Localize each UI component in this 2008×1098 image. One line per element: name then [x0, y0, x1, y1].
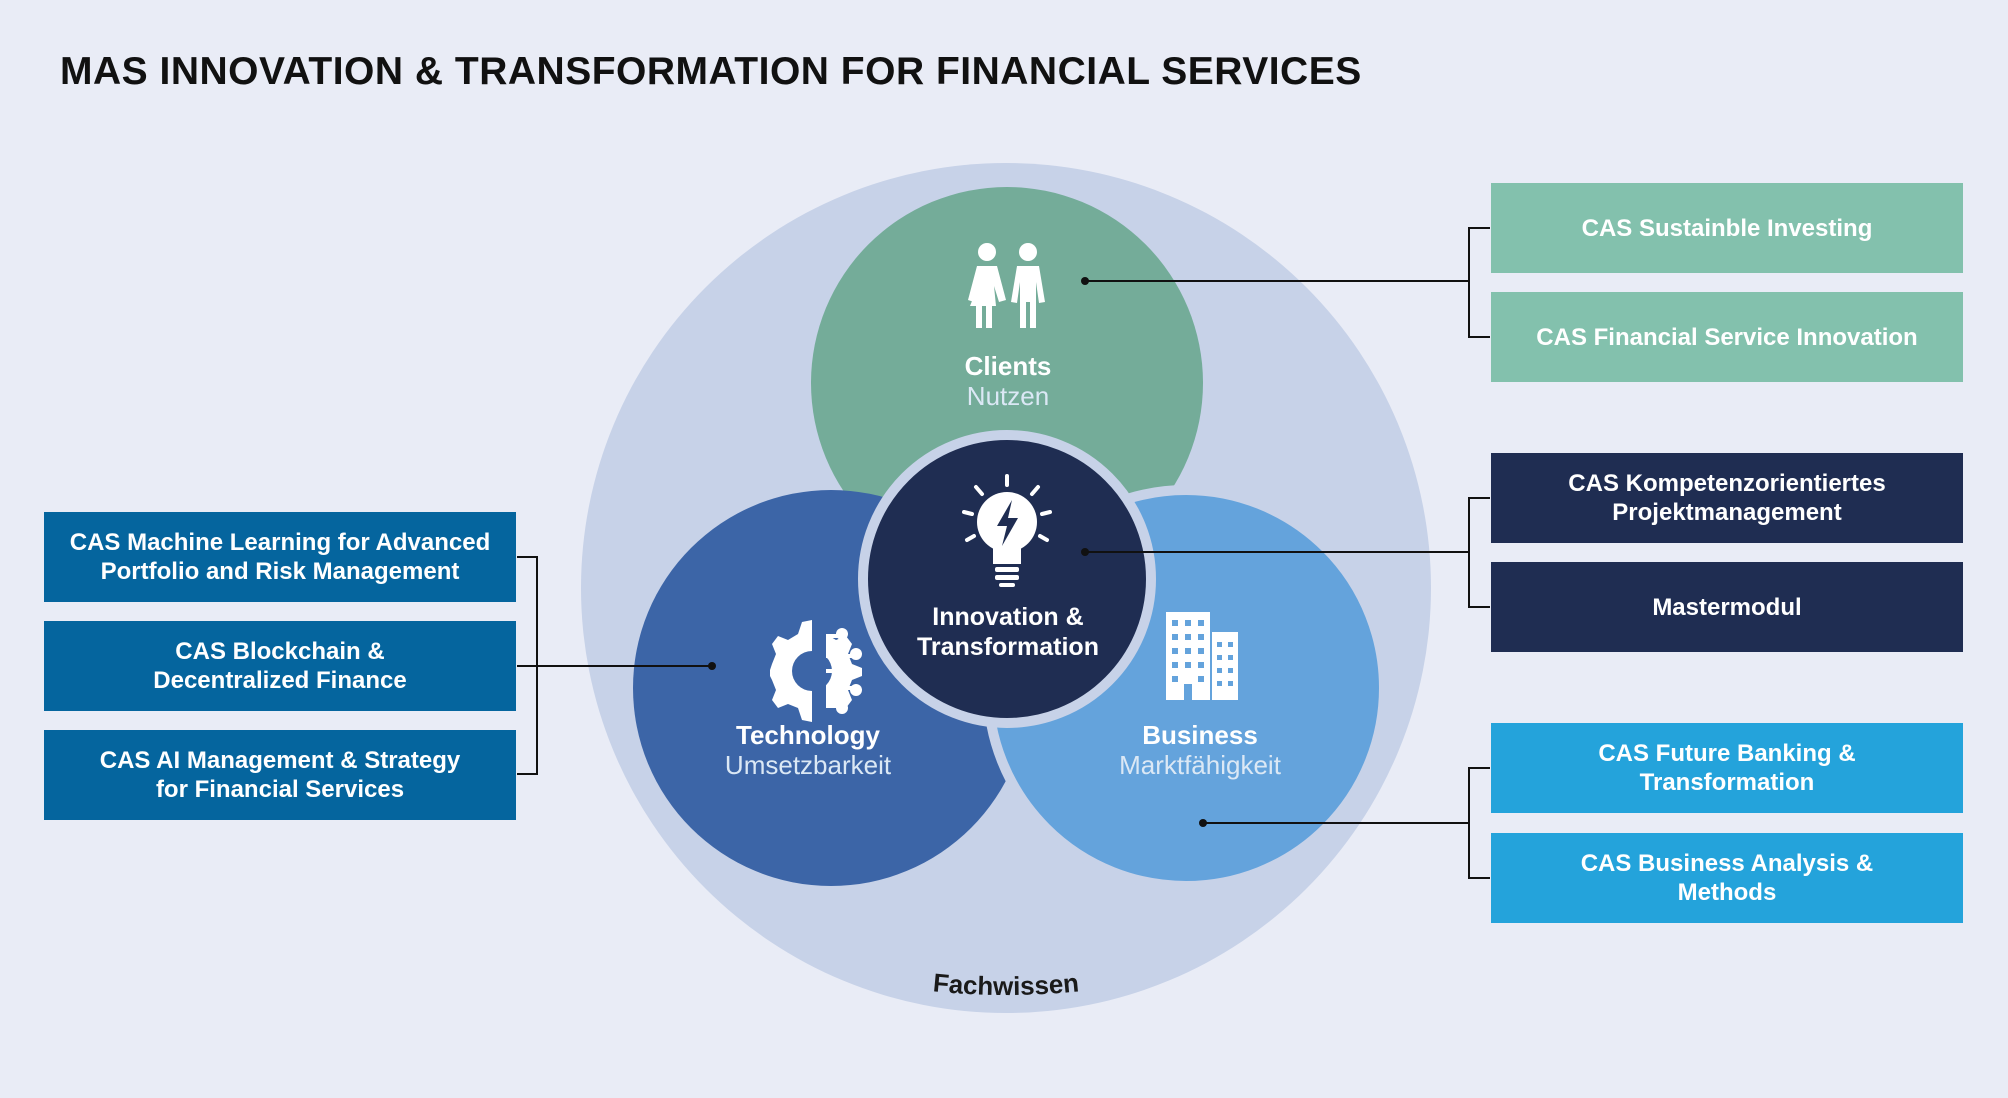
building-icon	[1166, 612, 1238, 700]
box-label-line1: CAS Kompetenzorientiertes	[1568, 470, 1886, 497]
box-mastermodul[interactable]: Mastermodul	[1491, 562, 1963, 652]
box-label-line1: CAS Blockchain &	[175, 638, 385, 665]
box-label-line1: CAS Business Analysis &	[1580, 850, 1874, 877]
box-ai-management[interactable]: CAS AI Management & Strategy for Financi…	[44, 730, 516, 820]
box-label-line1: CAS Future Banking &	[1598, 740, 1856, 767]
technology-title: Technology	[736, 720, 880, 750]
box-label: CAS Sustainble Investing	[1581, 214, 1873, 242]
gear-circuit-icon	[770, 620, 862, 724]
center-title-line2: Transformation	[917, 633, 1099, 661]
technology-label: Technology Umsetzbarkeit	[648, 720, 968, 780]
people-icon	[968, 243, 1045, 328]
box-label-line2: Projektmanagement	[1612, 499, 1842, 526]
box-business-analysis[interactable]: CAS Business Analysis & Methods	[1491, 833, 1963, 923]
box-label-line1: CAS AI Management & Strategy	[99, 747, 461, 774]
box-machine-learning[interactable]: CAS Machine Learning for Advanced Portfo…	[44, 512, 516, 602]
center-label: Innovation & Transformation	[848, 602, 1168, 662]
business-label: Business Marktfähigkeit	[1040, 720, 1360, 780]
outer-label: Fachwissen	[932, 967, 1080, 1001]
connector-dots	[708, 277, 1207, 827]
box-label-line2: Transformation	[1639, 769, 1815, 796]
box-label: CAS Financial Service Innovation	[1536, 323, 1918, 351]
clients-label: Clients Nutzen	[848, 351, 1168, 411]
box-sustainable-investing[interactable]: CAS Sustainble Investing	[1491, 183, 1963, 273]
box-future-banking[interactable]: CAS Future Banking & Transformation	[1491, 723, 1963, 813]
box-label-line2: Decentralized Finance	[153, 667, 407, 694]
box-label-line1: CAS Machine Learning for Advanced	[69, 529, 491, 556]
box-financial-service-innovation[interactable]: CAS Financial Service Innovation	[1491, 292, 1963, 382]
clients-subtitle: Nutzen	[966, 381, 1050, 411]
box-label-line2: Methods	[1677, 879, 1777, 906]
clients-title: Clients	[964, 351, 1052, 381]
box-label-line2: for Financial Services	[155, 776, 405, 803]
page-title: MAS INNOVATION & TRANSFORMATION FOR FINA…	[60, 50, 1362, 93]
connector-lines	[517, 227, 1490, 879]
technology-subtitle: Umsetzbarkeit	[724, 750, 892, 780]
box-blockchain[interactable]: CAS Blockchain & Decentralized Finance	[44, 621, 516, 711]
center-title-line1: Innovation &	[932, 603, 1084, 631]
lightbulb-icon	[962, 474, 1052, 587]
business-title: Business	[1142, 720, 1258, 750]
box-projektmanagement[interactable]: CAS Kompetenzorientiertes Projektmanagem…	[1491, 453, 1963, 543]
box-label: Mastermodul	[1652, 593, 1802, 621]
box-label-line2: Portfolio and Risk Management	[100, 558, 460, 585]
business-subtitle: Marktfähigkeit	[1119, 750, 1281, 780]
